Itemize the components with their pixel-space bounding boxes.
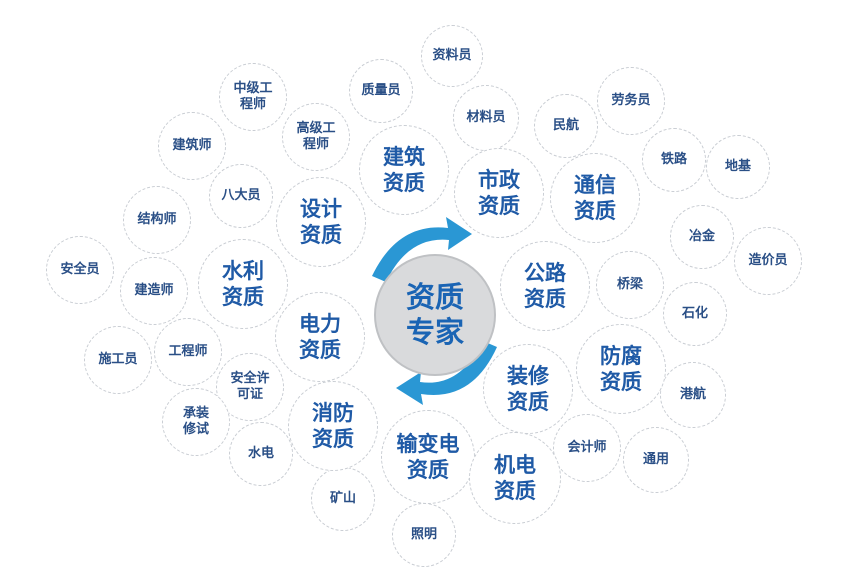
node-dianli: 电力 资质 bbox=[275, 292, 365, 382]
node-zhuangxiu: 装修 资质 bbox=[483, 344, 573, 434]
node-cailiaoyuan: 材料员 bbox=[453, 85, 519, 151]
node-minhang: 民航 bbox=[534, 94, 598, 158]
arrow-bottom-icon bbox=[396, 341, 497, 405]
node-jidian: 机电 资质 bbox=[469, 432, 561, 524]
node-fangfu: 防腐 资质 bbox=[576, 324, 666, 414]
node-xiaofang: 消防 资质 bbox=[288, 381, 378, 471]
node-shubiandian: 输变电 资质 bbox=[381, 410, 475, 504]
node-shigongyuan: 施工员 bbox=[84, 326, 152, 394]
node-jianzaoshi: 建造师 bbox=[120, 257, 188, 325]
node-zhongjigongchengshi: 中级工 程师 bbox=[219, 63, 287, 131]
node-tielu: 铁路 bbox=[642, 128, 706, 192]
arrow-top-icon bbox=[372, 217, 472, 282]
node-tongxin: 通信 资质 bbox=[550, 153, 640, 243]
node-anquanxukezheng: 安全许 可证 bbox=[216, 353, 284, 421]
node-diji: 地基 bbox=[706, 135, 770, 199]
node-gang-hang: 港航 bbox=[660, 362, 726, 428]
node-laowuyuan: 劳务员 bbox=[597, 67, 665, 135]
node-shizheng: 市政 资质 bbox=[454, 148, 544, 238]
node-zhaoming: 照明 bbox=[392, 503, 456, 567]
node-gonglu: 公路 资质 bbox=[500, 241, 590, 331]
node-zhiliangyuan: 质量员 bbox=[349, 59, 413, 123]
node-shuidian: 水电 bbox=[229, 422, 293, 486]
node-chengzhuangxiushi: 承装 修试 bbox=[162, 388, 230, 456]
node-kuaijishi: 会计师 bbox=[553, 414, 621, 482]
node-gaojigongchengshi: 高级工 程师 bbox=[282, 103, 350, 171]
node-shuili: 水利 资质 bbox=[198, 239, 288, 329]
node-tongyong: 通用 bbox=[623, 427, 689, 493]
node-ziliaoyuan: 资料员 bbox=[421, 25, 483, 87]
node-gongchengshi: 工程师 bbox=[154, 318, 222, 386]
node-zaojiayuan: 造价员 bbox=[734, 227, 802, 295]
node-jiegoushi: 结构师 bbox=[123, 186, 191, 254]
node-shihua: 石化 bbox=[663, 282, 727, 346]
node-sheji: 设计 资质 bbox=[276, 177, 366, 267]
center-node: 资质 专家 bbox=[374, 254, 496, 376]
node-jianzhu: 建筑 资质 bbox=[359, 125, 449, 215]
node-yejin: 冶金 bbox=[670, 205, 734, 269]
node-jianzhushi: 建筑师 bbox=[158, 112, 226, 180]
node-kuangshan: 矿山 bbox=[311, 467, 375, 531]
node-anquanyuan: 安全员 bbox=[46, 236, 114, 304]
node-badayuan: 八大员 bbox=[209, 164, 273, 228]
node-qiaoliang: 桥梁 bbox=[596, 251, 664, 319]
